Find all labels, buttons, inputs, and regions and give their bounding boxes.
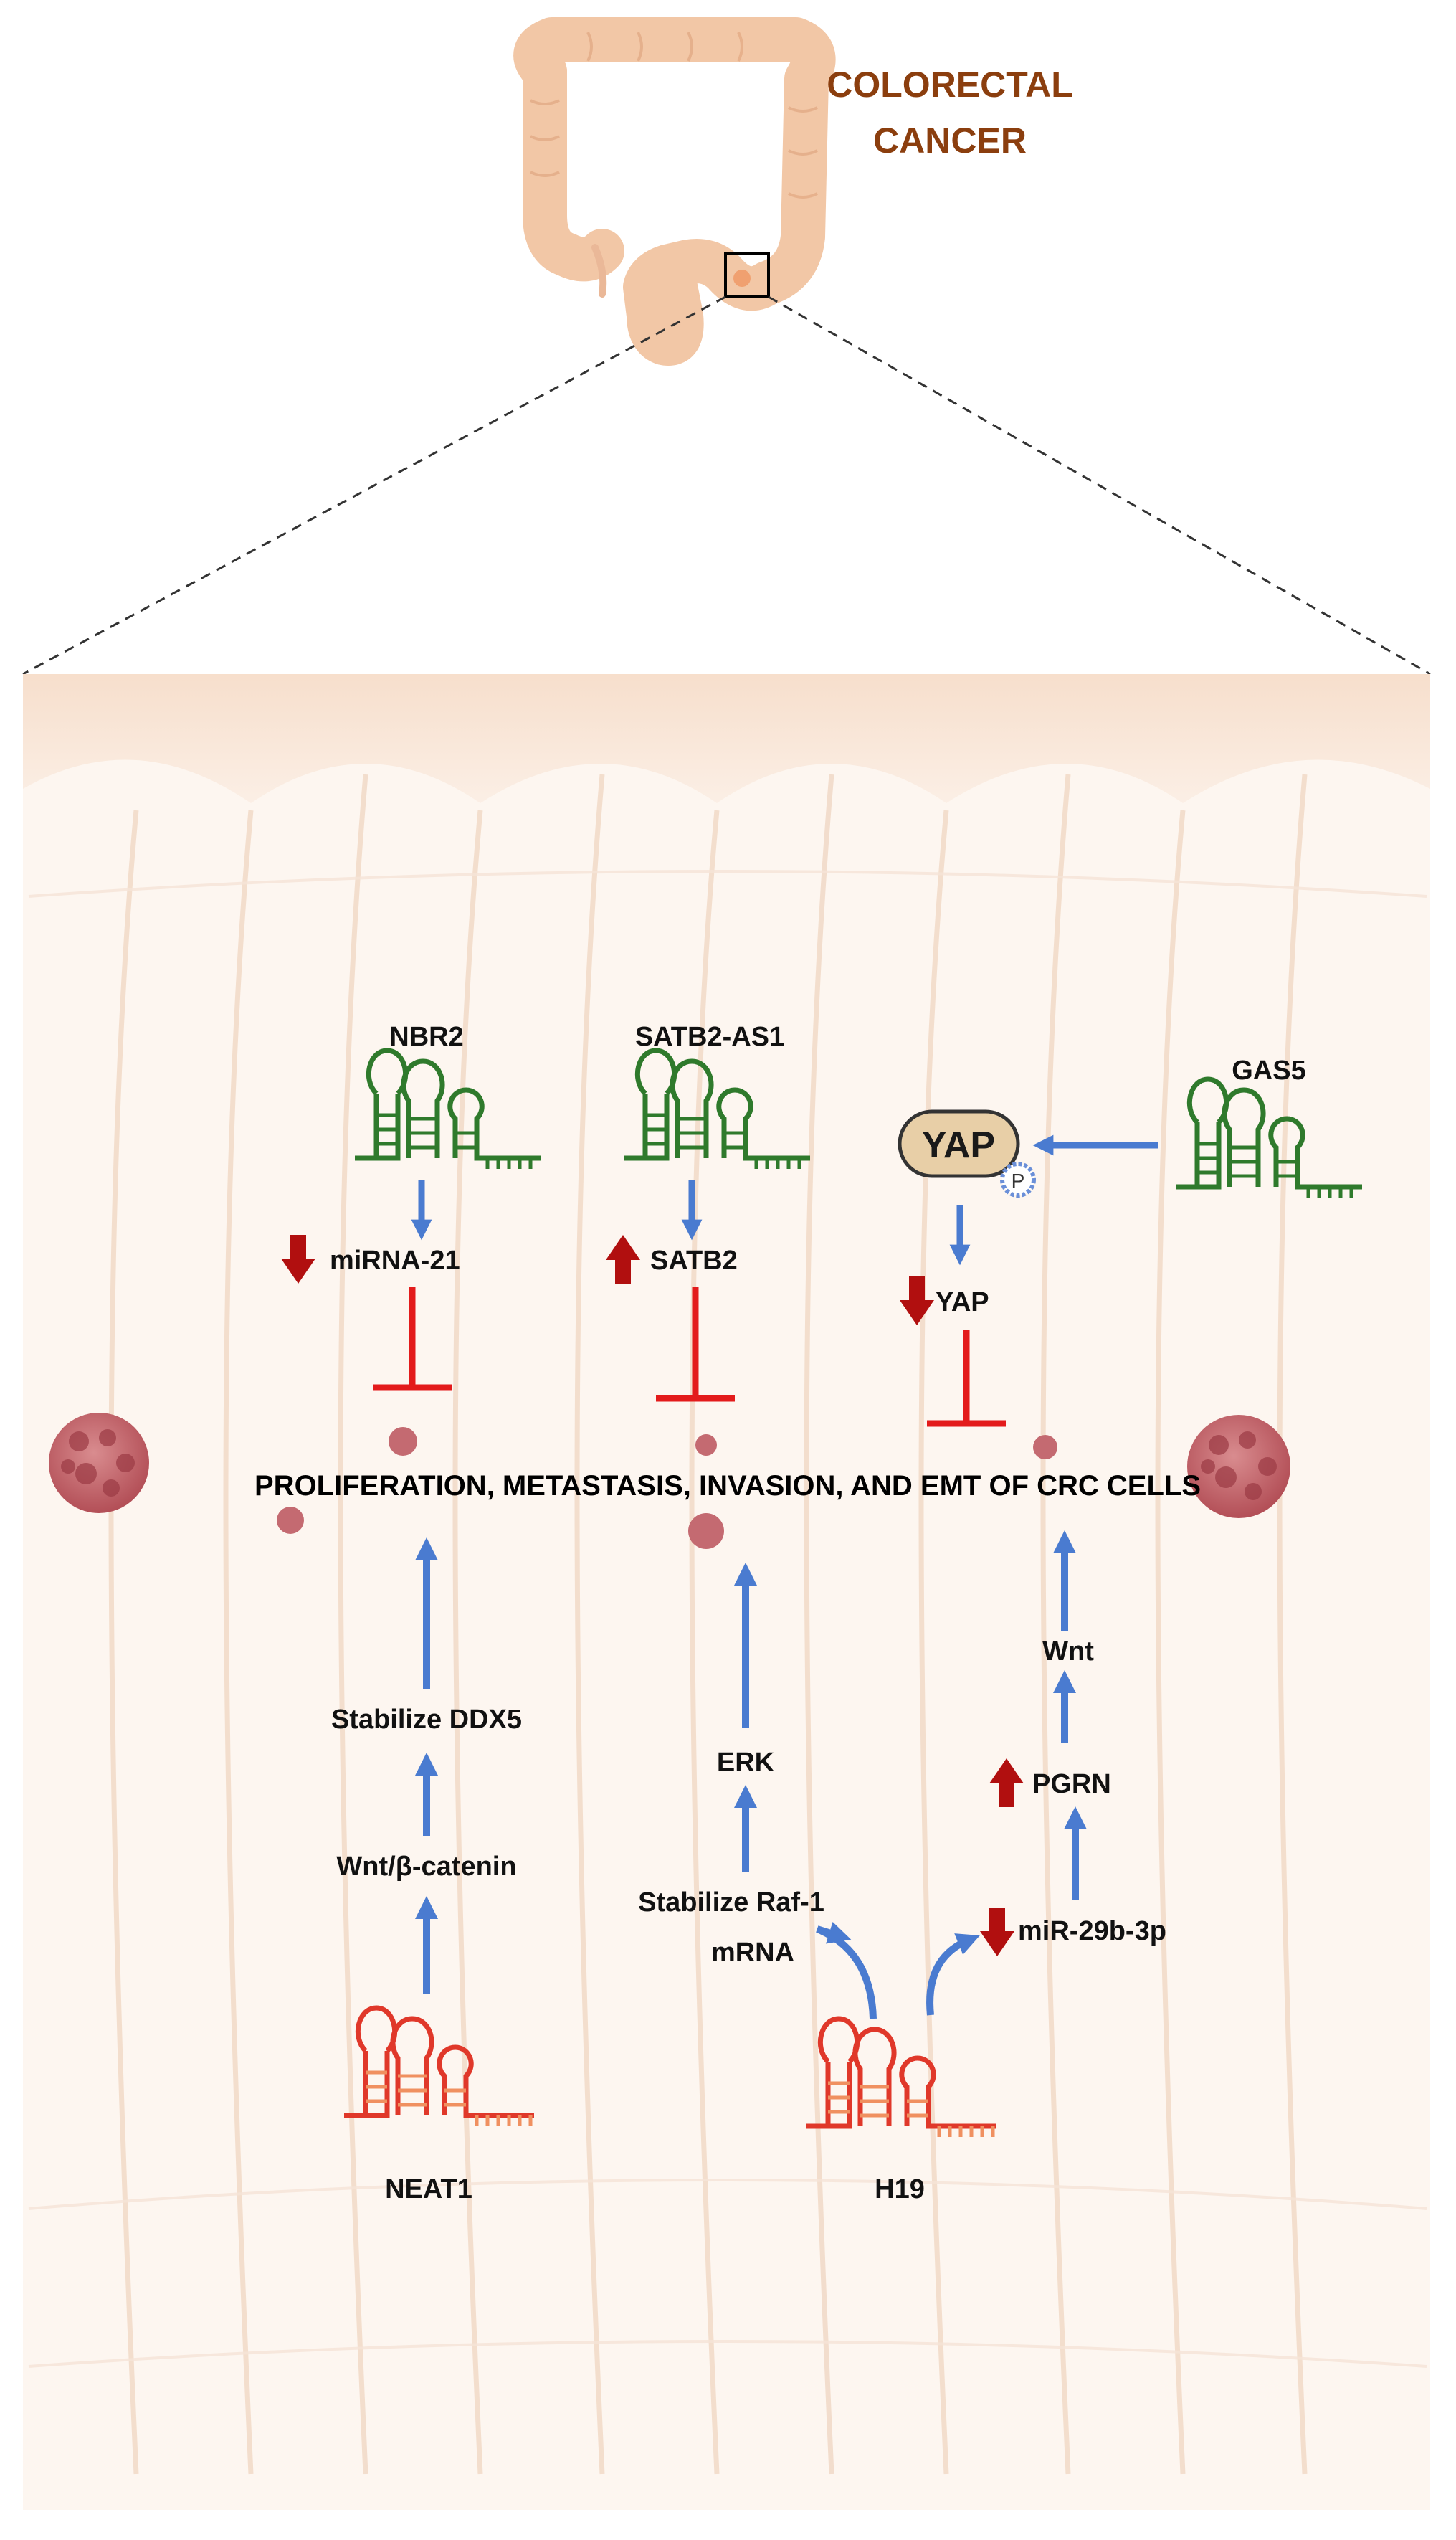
mir29b-label: miR-29b-3p xyxy=(1018,1916,1166,1946)
yap-phosphorylated-node: YAP P xyxy=(898,1109,1036,1198)
neat1-label: NEAT1 xyxy=(385,2174,472,2204)
phosphate-icon: P xyxy=(1000,1162,1036,1198)
yap-downregulated-label: YAP xyxy=(936,1287,989,1317)
inhibition-bar-yap xyxy=(927,1330,1006,1427)
zoom-box xyxy=(724,252,770,298)
down-arrow-icon xyxy=(281,1235,315,1284)
up-arrow-icon xyxy=(989,1758,1024,1807)
cancer-cell-icon-large-left xyxy=(49,1413,149,1513)
inhibition-bar-satb2 xyxy=(656,1287,735,1402)
h19-to-raf1-arrow xyxy=(816,1921,877,2019)
zoom-line-left xyxy=(22,295,726,676)
zoom-line-right xyxy=(768,295,1431,676)
phosphate-label: P xyxy=(1012,1170,1025,1192)
neat1-lncrna-icon xyxy=(344,2005,534,2126)
down-arrow-icon xyxy=(980,1908,1014,1956)
nbr2-lncrna-icon xyxy=(355,1048,541,1169)
mirna21-label: miRNA-21 xyxy=(330,1246,460,1276)
wnt-beta-catenin-label: Wnt/β-catenin xyxy=(336,1852,516,1882)
h19-label: H19 xyxy=(875,2174,925,2204)
stabilize-raf1-label-line-2: mRNA xyxy=(711,1938,794,1968)
satb2-as1-lncrna-icon xyxy=(624,1048,810,1169)
stabilize-ddx5-label: Stabilize DDX5 xyxy=(331,1705,522,1735)
wnt-label: Wnt xyxy=(1042,1636,1094,1667)
satb2-label: SATB2 xyxy=(650,1246,738,1276)
h19-to-mir29b-arrow xyxy=(926,1933,980,2016)
colon-illustration-icon xyxy=(513,17,836,366)
gas5-label: GAS5 xyxy=(1232,1056,1305,1086)
h19-lncrna-icon xyxy=(806,2016,996,2137)
stabilize-raf1-label-line-1: Stabilize Raf-1 xyxy=(638,1887,824,1918)
cancer-cell-icon-large-right xyxy=(1187,1415,1290,1518)
nbr2-label: NBR2 xyxy=(389,1022,463,1052)
title-line-1: COLORECTAL xyxy=(827,65,1072,105)
inhibition-bar-nbr2 xyxy=(373,1287,452,1391)
title-line-2: CANCER xyxy=(873,120,1027,161)
cancer-cell-icon-small xyxy=(277,1427,1057,1549)
down-arrow-icon xyxy=(900,1276,934,1325)
intestinal-tissue-background xyxy=(23,674,1430,2510)
yap-node-label: YAP xyxy=(922,1124,995,1166)
pgrn-label: PGRN xyxy=(1032,1769,1111,1799)
gas5-lncrna-icon xyxy=(1176,1076,1362,1198)
satb2-as1-label: SATB2-AS1 xyxy=(635,1022,784,1052)
outcome-label: PROLIFERATION, METASTASIS, INVASION, AND… xyxy=(254,1470,1201,1502)
up-arrow-icon xyxy=(606,1235,640,1284)
erk-label: ERK xyxy=(717,1748,775,1778)
